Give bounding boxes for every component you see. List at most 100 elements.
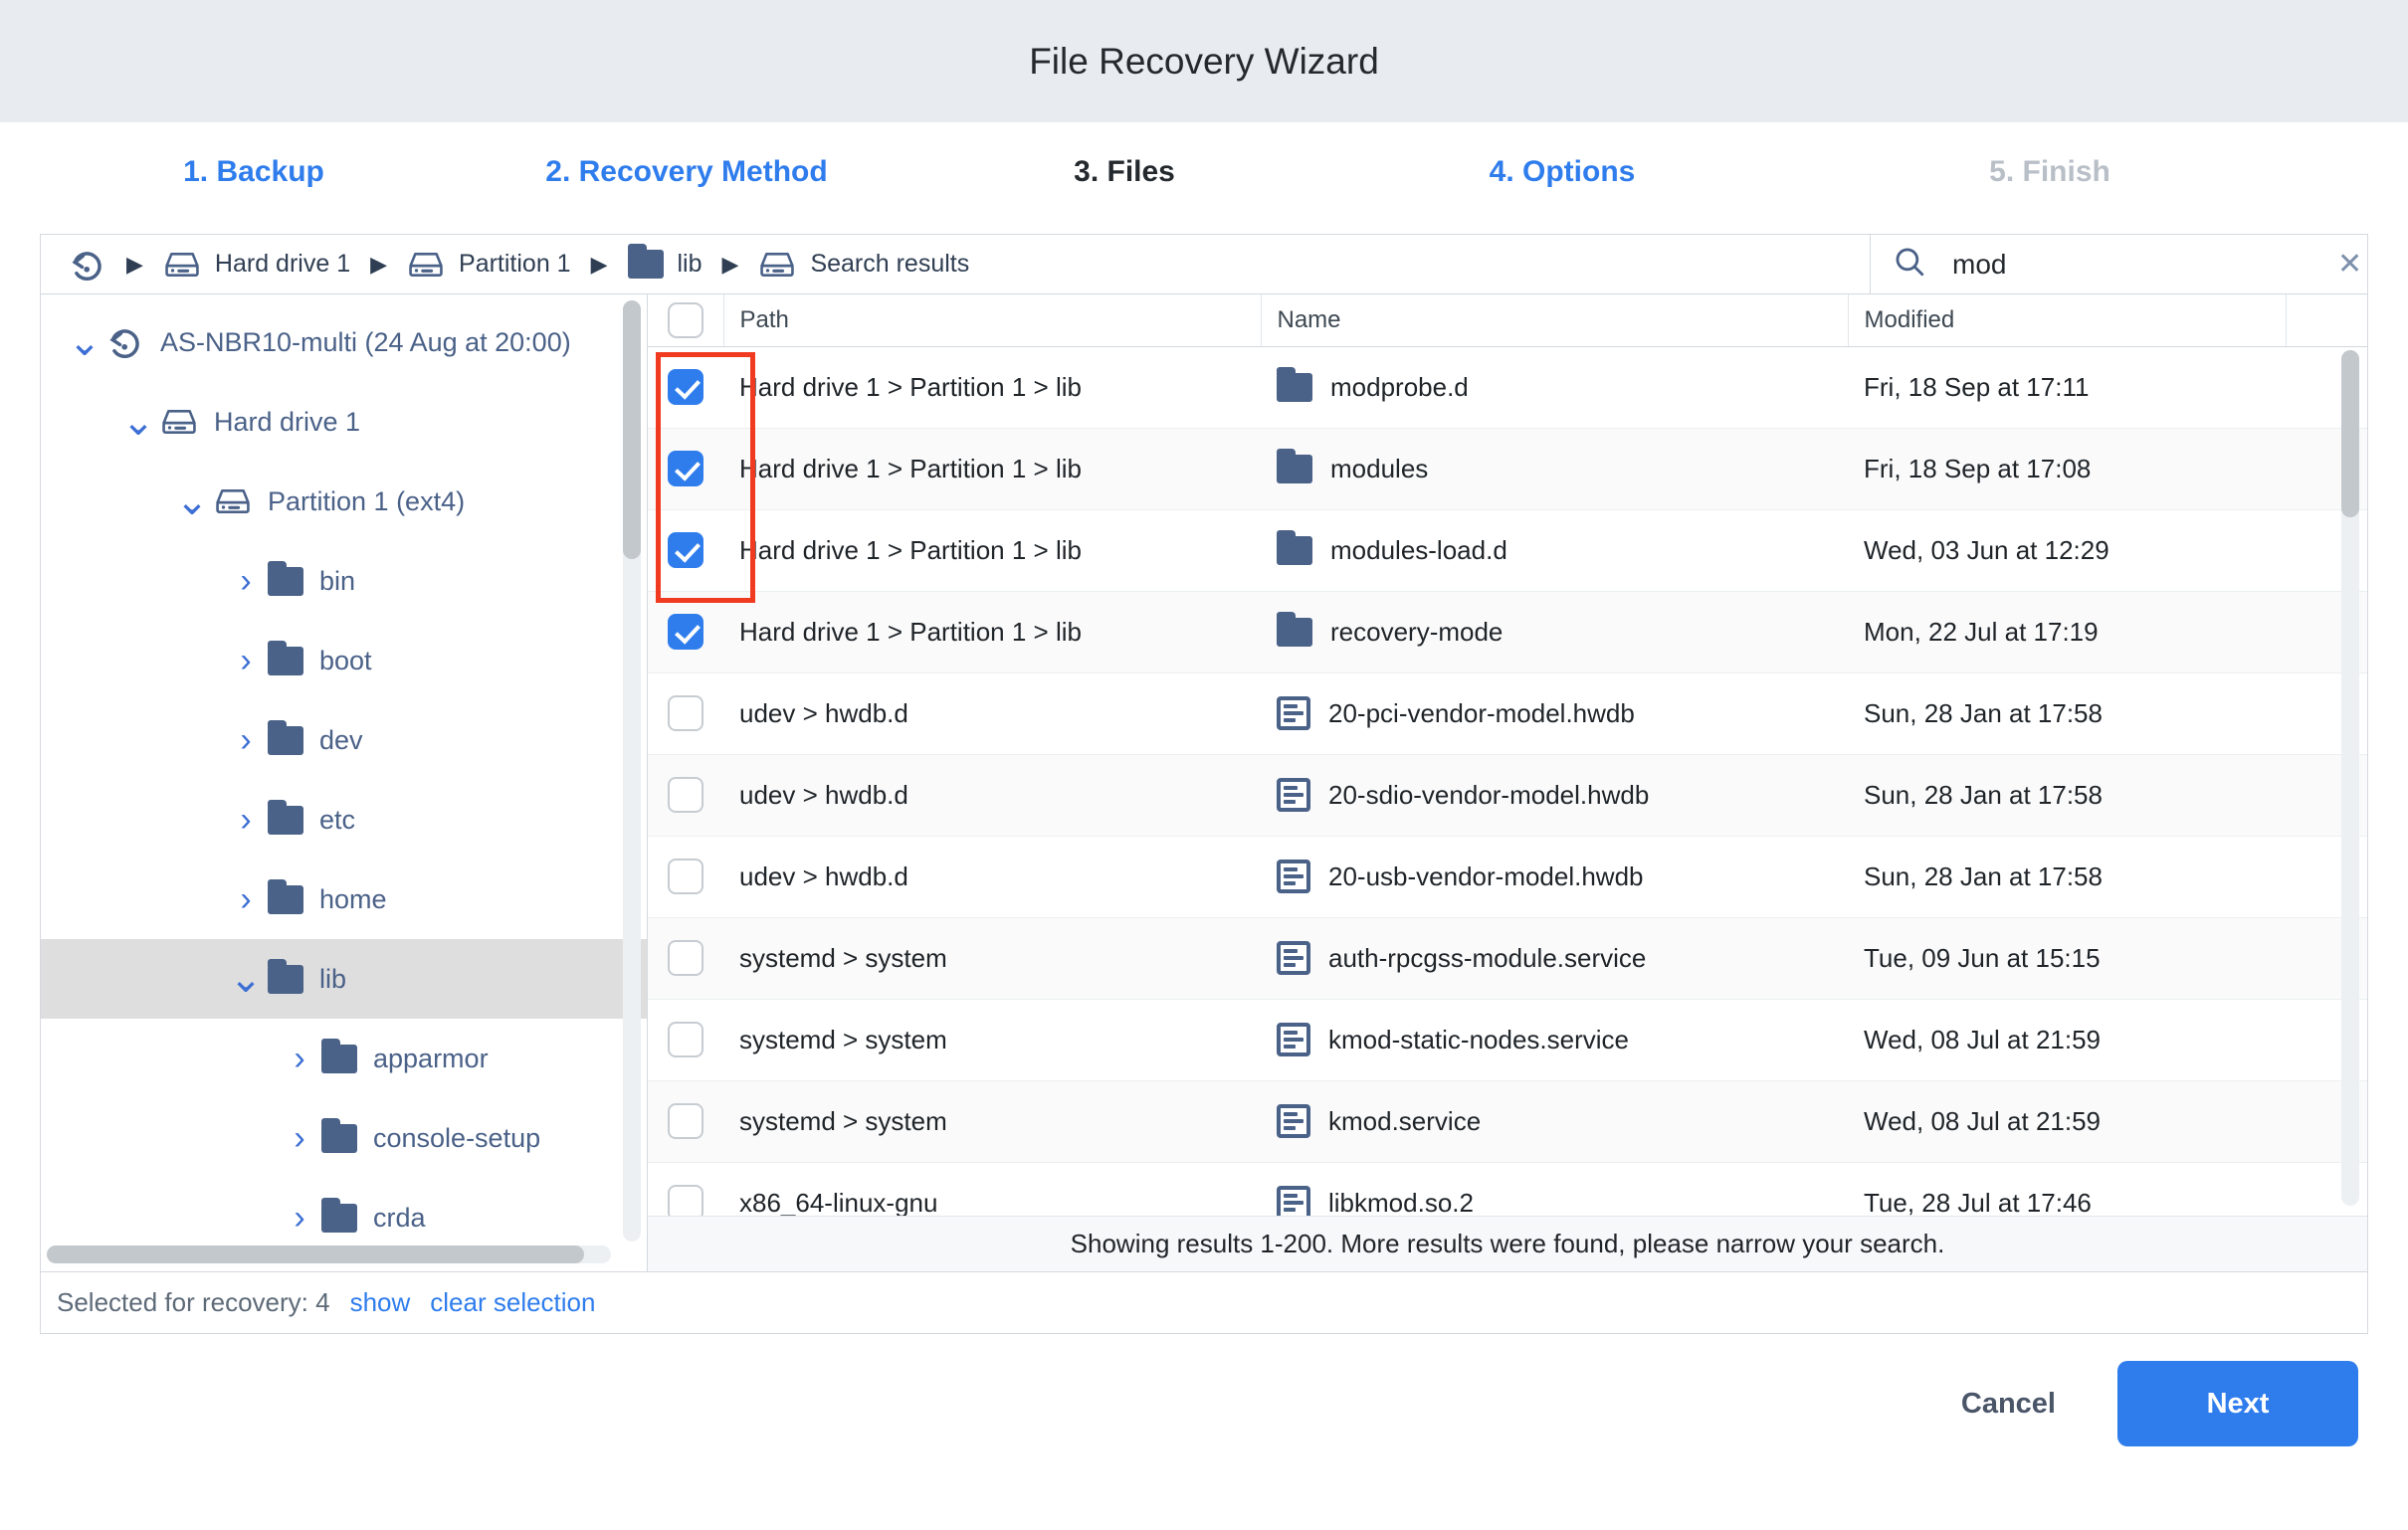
chevron-right-icon[interactable]: › — [240, 801, 252, 839]
step-1-backup[interactable]: 1. Backup — [183, 155, 324, 188]
column-header-size[interactable]: Size — [2286, 294, 2367, 347]
row-checkbox-cell[interactable] — [648, 836, 723, 918]
cancel-button[interactable]: Cancel — [1960, 1387, 2056, 1420]
row-checkbox[interactable] — [668, 369, 703, 405]
tree-node-home[interactable]: ›home — [41, 860, 647, 939]
row-checkbox[interactable] — [668, 614, 703, 650]
row-checkbox-cell[interactable] — [648, 672, 723, 755]
tree-node-console-setup[interactable]: ›console-setup — [41, 1098, 647, 1178]
step-4-options[interactable]: 4. Options — [1489, 155, 1636, 188]
row-checkbox[interactable] — [668, 1185, 703, 1221]
select-all-checkbox[interactable] — [667, 301, 703, 338]
chevron-right-icon[interactable]: › — [294, 1119, 305, 1157]
table-row[interactable]: Hard drive 1 > Partition 1 > lib modules… — [648, 428, 2367, 510]
sidebar-horizontal-scrollbar[interactable] — [47, 1245, 611, 1263]
chevron-right-icon[interactable]: › — [240, 642, 252, 679]
chevron-down-icon[interactable]: ⌄ — [121, 400, 155, 444]
step-2-recovery-method[interactable]: 2. Recovery Method — [545, 155, 828, 188]
chevron-right-icon[interactable]: › — [240, 880, 252, 918]
column-header-path[interactable]: Path — [723, 294, 1262, 347]
row-name-label: recovery-mode — [1330, 616, 1504, 647]
table-row[interactable]: systemd > system auth-rpcgss-module.serv… — [648, 917, 2367, 1000]
search-input[interactable] — [1952, 248, 2311, 281]
row-checkbox[interactable] — [668, 532, 703, 568]
breadcrumb-item-root[interactable] — [65, 250, 110, 281]
table-row[interactable]: Hard drive 1 > Partition 1 > lib modules… — [648, 509, 2367, 592]
tree-node-crda[interactable]: › crda — [41, 1178, 647, 1257]
tree-node-dev[interactable]: › dev — [41, 700, 647, 780]
tree-node-lib[interactable]: ⌄lib — [41, 939, 647, 1019]
row-checkbox[interactable] — [668, 859, 703, 894]
folder-icon — [268, 640, 303, 675]
results-vertical-scroll-thumb[interactable] — [2341, 350, 2359, 517]
show-selection-link[interactable]: show — [349, 1287, 411, 1317]
chevron-right-icon[interactable]: › — [240, 562, 252, 600]
next-button[interactable]: Next — [2117, 1361, 2358, 1446]
drive-icon — [160, 407, 198, 437]
table-row[interactable]: udev > hwdb.d 20-usb-vendor-model.hwdb S… — [648, 836, 2367, 918]
row-path: Hard drive 1 > Partition 1 > lib — [723, 509, 1261, 592]
table-row[interactable]: udev > hwdb.d 20-sdio-vendor-model.hwdb … — [648, 754, 2367, 837]
row-checkbox-cell[interactable] — [648, 509, 723, 592]
clear-search-icon[interactable]: ✕ — [2337, 247, 2363, 281]
row-checkbox[interactable] — [668, 695, 703, 731]
table-row[interactable]: Hard drive 1 > Partition 1 > lib recover… — [648, 591, 2367, 673]
breadcrumb-label: Hard drive 1 — [214, 250, 351, 278]
breadcrumb-item-lib[interactable]: lib — [624, 244, 706, 279]
sidebar-vertical-scroll-thumb[interactable] — [623, 300, 641, 559]
row-name: modprobe.d — [1261, 346, 1848, 429]
row-modified: Tue, 09 Jun at 15:15 — [1848, 917, 2286, 1000]
chevron-down-icon[interactable]: ⌄ — [175, 479, 209, 523]
tree-node-bin[interactable]: ›bin — [41, 541, 647, 621]
row-checkbox-cell[interactable] — [648, 428, 723, 510]
row-checkbox-cell[interactable] — [648, 917, 723, 1000]
row-checkbox-cell[interactable] — [648, 591, 723, 673]
row-modified: Mon, 22 Jul at 17:19 — [1848, 591, 2286, 673]
file-icon — [1277, 696, 1310, 730]
breadcrumb-item-partition-1[interactable]: Partition 1 — [403, 250, 575, 280]
tree-node-apparmor[interactable]: ›apparmor — [41, 1019, 647, 1098]
tree-node-boot[interactable]: ›boot — [41, 621, 647, 700]
table-row[interactable]: Hard drive 1 > Partition 1 > lib modprob… — [648, 346, 2367, 429]
breadcrumb-label: Partition 1 — [459, 250, 571, 278]
select-all-header[interactable] — [648, 294, 724, 347]
chevron-right-icon[interactable]: › — [294, 1040, 305, 1077]
row-name: 20-usb-vendor-model.hwdb — [1261, 836, 1848, 918]
row-checkbox[interactable] — [668, 777, 703, 813]
step-3-files[interactable]: 3. Files — [1074, 155, 1175, 188]
tree-node-partition-1-ext4[interactable]: ⌄ Partition 1 (ext4) — [41, 462, 647, 541]
table-row[interactable]: systemd > system kmod.service Wed, 08 Ju… — [648, 1080, 2367, 1163]
row-checkbox-cell[interactable] — [648, 346, 723, 429]
table-row[interactable]: udev > hwdb.d 20-pci-vendor-model.hwdb S… — [648, 672, 2367, 755]
tree-node-label: etc — [319, 804, 356, 835]
clear-selection-link[interactable]: clear selection — [430, 1287, 596, 1317]
row-checkbox-cell[interactable] — [648, 999, 723, 1081]
chevron-down-icon[interactable]: ⌄ — [68, 320, 101, 364]
tree-node-label: dev — [319, 724, 363, 755]
sidebar-horizontal-scroll-thumb[interactable] — [47, 1245, 584, 1263]
row-checkbox[interactable] — [668, 940, 703, 976]
row-name-label: libkmod.so.2 — [1328, 1187, 1474, 1218]
column-header-name[interactable]: Name — [1261, 294, 1849, 347]
results-vertical-scrollbar[interactable] — [2341, 350, 2359, 1206]
breadcrumb-item-hard-drive-1[interactable]: Hard drive 1 — [159, 250, 354, 280]
chevron-down-icon[interactable]: ⌄ — [229, 957, 263, 1001]
search-box[interactable]: ✕ — [1870, 235, 2367, 293]
tree-node-as-nbr10-multi-24-aug-at-20-00[interactable]: ⌄ AS-NBR10-multi (24 Aug at 20:00) — [41, 302, 647, 382]
row-checkbox[interactable] — [668, 1103, 703, 1139]
column-header-modified[interactable]: Modified — [1848, 294, 2287, 347]
tree-node-etc[interactable]: › etc — [41, 780, 647, 860]
breadcrumb-separator: ▶ — [590, 251, 608, 277]
breadcrumb-item-search-results[interactable]: Search results — [754, 250, 973, 280]
row-checkbox-cell[interactable] — [648, 1080, 723, 1163]
row-path: Hard drive 1 > Partition 1 > lib — [723, 428, 1261, 510]
sidebar-vertical-scrollbar[interactable] — [623, 300, 641, 1242]
tree-node-hard-drive-1[interactable]: ⌄ Hard drive 1 — [41, 382, 647, 462]
chevron-right-icon[interactable]: › — [294, 1199, 305, 1237]
chevron-right-icon[interactable]: › — [240, 721, 252, 759]
row-checkbox[interactable] — [668, 1022, 703, 1057]
row-checkbox-cell[interactable] — [648, 754, 723, 837]
table-row[interactable]: systemd > system kmod-static-nodes.servi… — [648, 999, 2367, 1081]
tree-node-label: crda — [373, 1202, 426, 1233]
row-checkbox[interactable] — [668, 451, 703, 486]
